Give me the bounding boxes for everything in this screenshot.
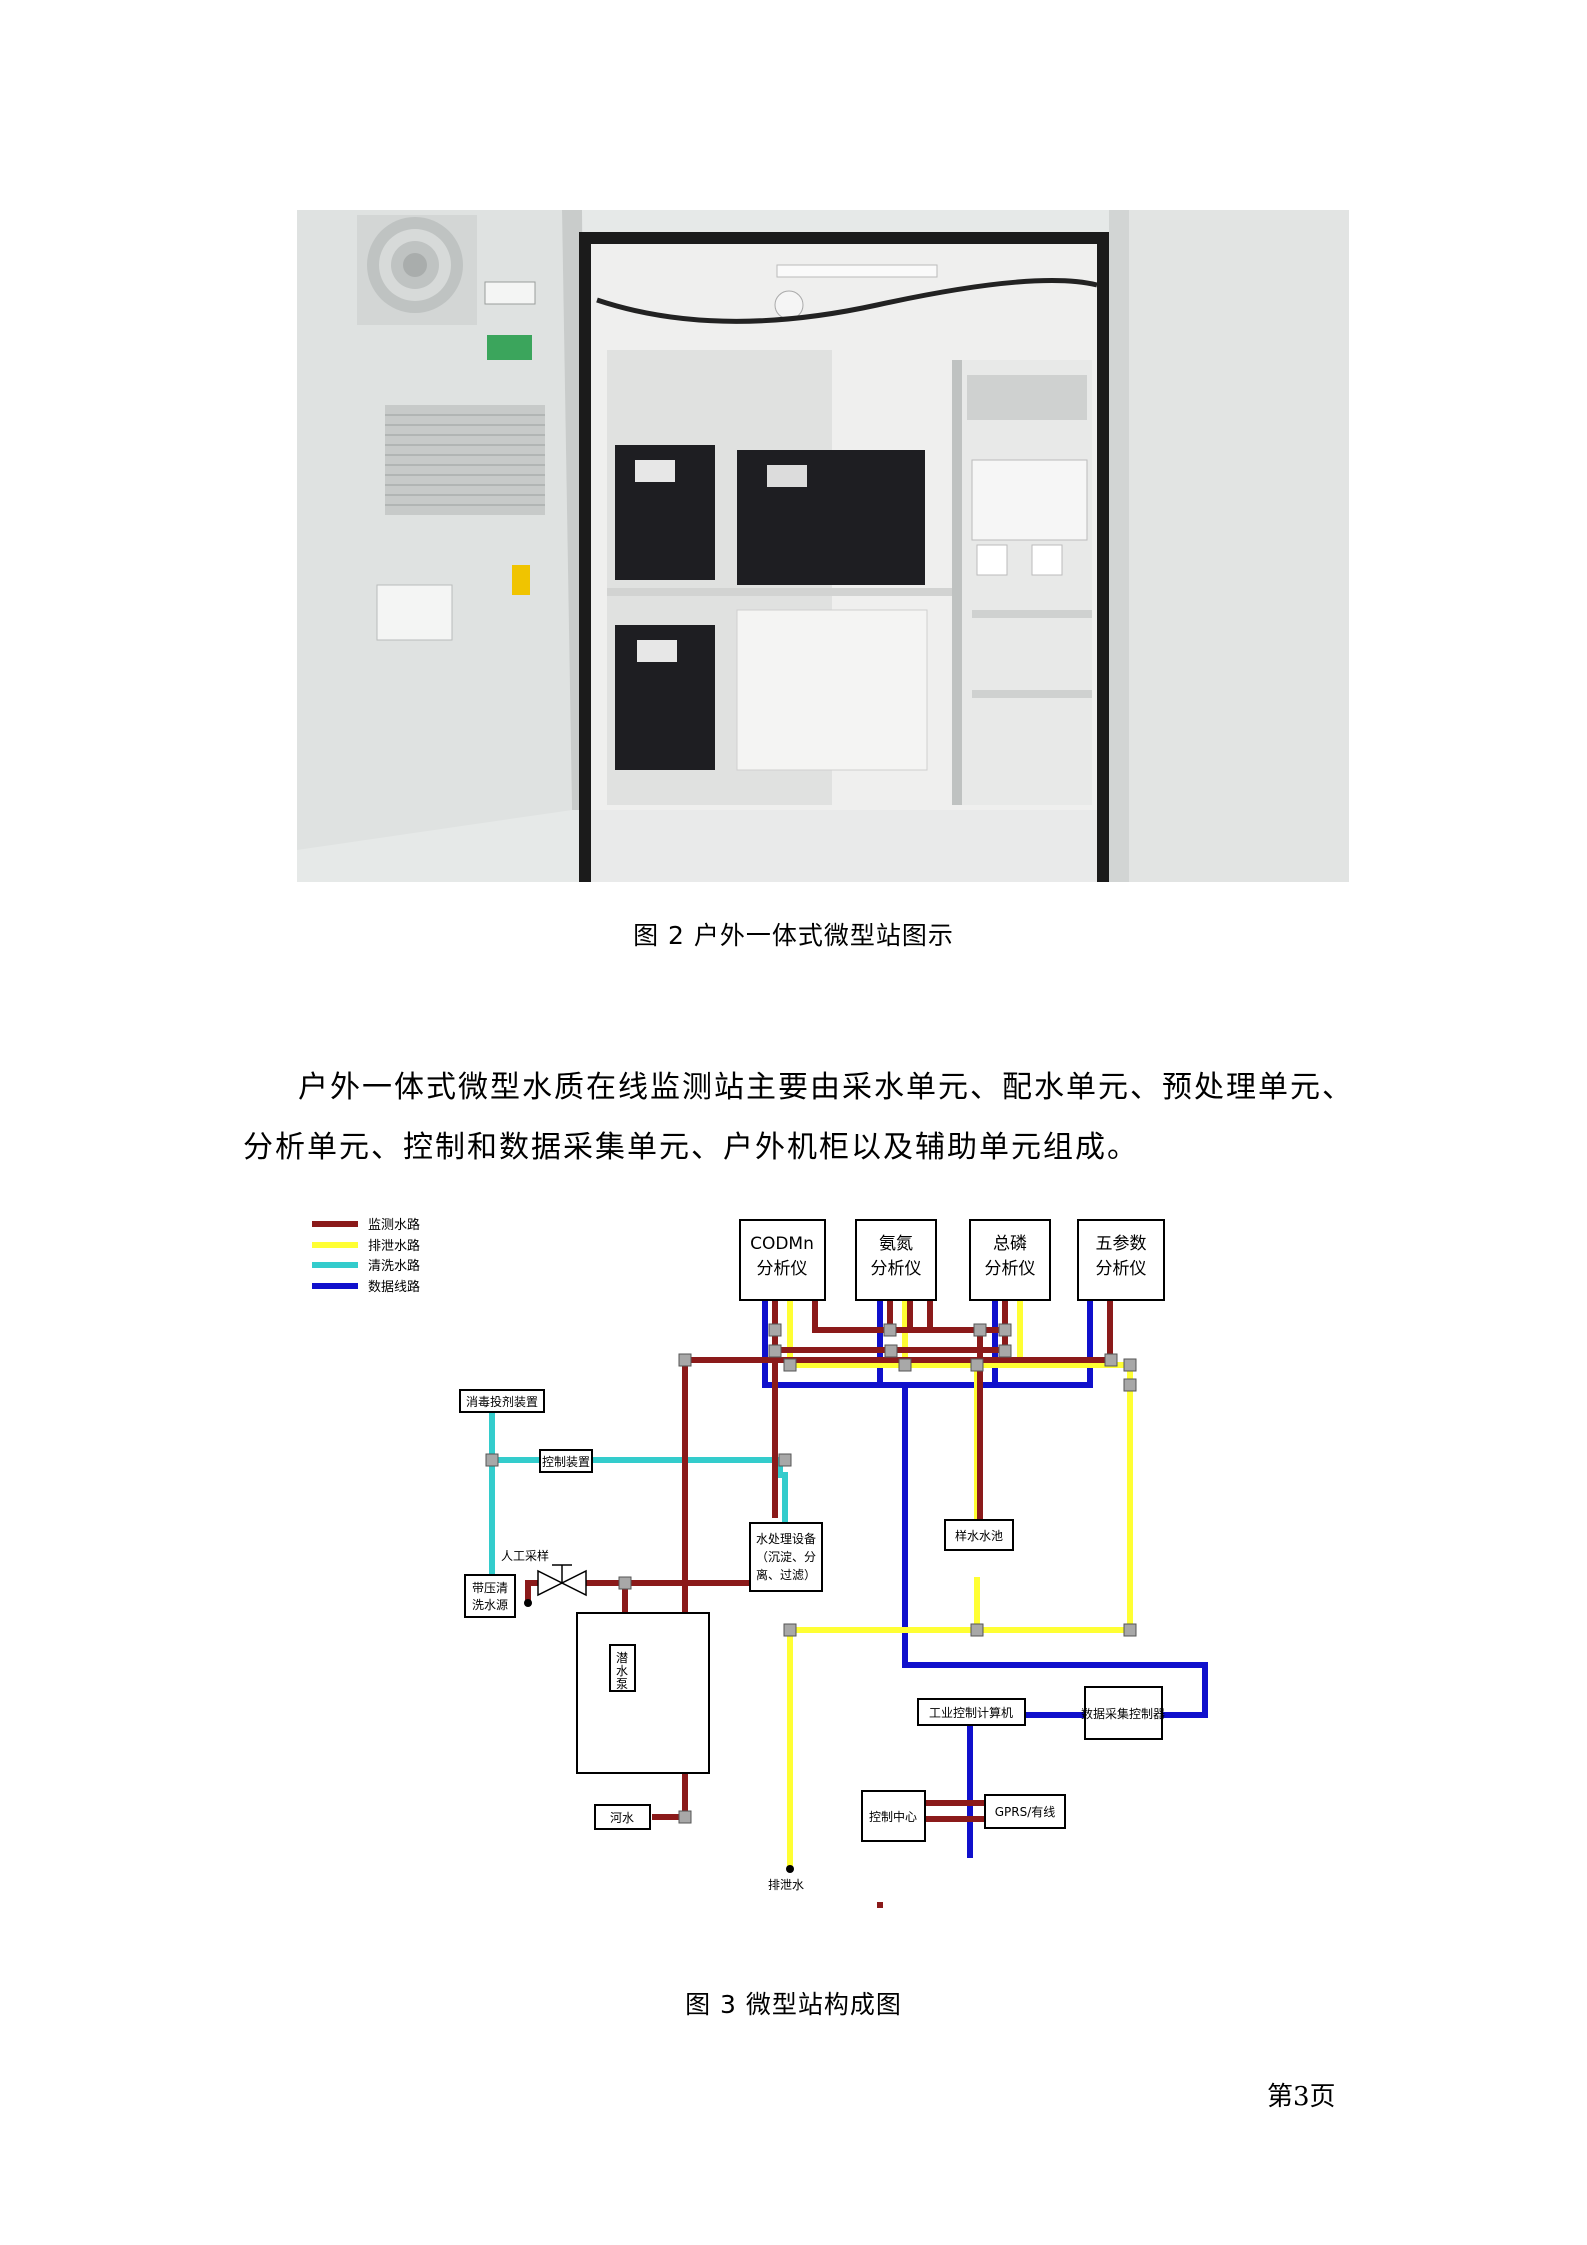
pump-label-2: 水 — [616, 1664, 628, 1678]
control-device-label: 控制装置 — [542, 1455, 590, 1469]
legend-wash: 清洗水路 — [368, 1258, 420, 1274]
river-box — [594, 1804, 651, 1830]
control-center-label: 控制中心 — [869, 1809, 917, 1824]
legend-drain: 排泄水路 — [368, 1238, 420, 1254]
disinfect-label: 消毒投剂装置 — [466, 1394, 538, 1409]
treatment-label-2: （沉淀、分 — [756, 1550, 816, 1564]
pump-well-box — [576, 1612, 710, 1774]
figure2-caption: 图 2 户外一体式微型站图示 — [633, 921, 954, 950]
legend-data: 数据线路 — [368, 1279, 420, 1295]
tp-box — [969, 1219, 1051, 1301]
five-param-box — [1077, 1219, 1165, 1301]
ipc-box — [917, 1698, 1026, 1726]
tp-label-2: 分析仪 — [985, 1259, 1036, 1279]
gprs-box — [984, 1794, 1066, 1829]
codmn-label-2: 分析仪 — [757, 1259, 808, 1279]
manual-sampling-label: 人工采样 — [501, 1548, 549, 1563]
control-device-box — [539, 1449, 593, 1473]
sampling-valve — [524, 1564, 587, 1607]
gprs-label: GPRS/有线 — [995, 1805, 1056, 1819]
system-diagram: 监测水路 排泄水路 清洗水路 数据线路 — [270, 1205, 1330, 2078]
diagram-legend: 监测水路 排泄水路 清洗水路 数据线路 — [312, 1217, 420, 1295]
five-label-1: 五参数 — [1096, 1234, 1147, 1254]
figure3-caption: 图 3 微型站构成图 — [685, 1990, 902, 2019]
pressure-wash-box — [464, 1574, 516, 1618]
treatment-label-1: 水处理设备 — [756, 1532, 816, 1546]
ammonia-box — [855, 1219, 937, 1301]
paragraph-line-2: 分析单元、控制和数据采集单元、户外机柜以及辅助单元组成。 — [243, 1130, 1139, 1165]
control-center-box — [861, 1790, 926, 1842]
daq-label: 数据采集控制器 — [1081, 1706, 1165, 1721]
daq-box — [1084, 1686, 1163, 1740]
treatment-box — [749, 1522, 823, 1592]
sample-pool-box — [944, 1519, 1014, 1551]
sample-pool-label: 样水水池 — [955, 1528, 1003, 1543]
ammonia-label-2: 分析仪 — [871, 1259, 922, 1279]
pump-box — [609, 1644, 636, 1692]
drain-outlet — [786, 1865, 794, 1873]
treatment-label-3: 离、过滤） — [756, 1567, 816, 1582]
legend-monitor: 监测水路 — [368, 1217, 420, 1233]
page-number: 第3页 — [1267, 2082, 1336, 2112]
codmn-box — [739, 1219, 826, 1301]
ipc-label: 工业控制计算机 — [929, 1705, 1013, 1720]
disinfect-box — [459, 1389, 545, 1413]
tp-label-1: 总磷 — [993, 1234, 1027, 1254]
pump-label-1: 潜 — [616, 1651, 628, 1665]
pump-label-3: 泵 — [616, 1677, 628, 1691]
ammonia-label-1: 氨氮 — [879, 1234, 913, 1254]
cabinet-photo — [297, 210, 1349, 882]
pressure-wash-label-2: 洗水源 — [472, 1598, 508, 1612]
river-label: 河水 — [610, 1811, 634, 1825]
pressure-wash-label-1: 带压清 — [472, 1581, 508, 1595]
five-label-2: 分析仪 — [1096, 1259, 1147, 1279]
paragraph-line-1: 户外一体式微型水质在线监测站主要由采水单元、配水单元、预处理单元、 — [298, 1070, 1354, 1105]
codmn-label-1: CODMn — [750, 1234, 814, 1254]
drain-label: 排泄水 — [768, 1878, 804, 1892]
